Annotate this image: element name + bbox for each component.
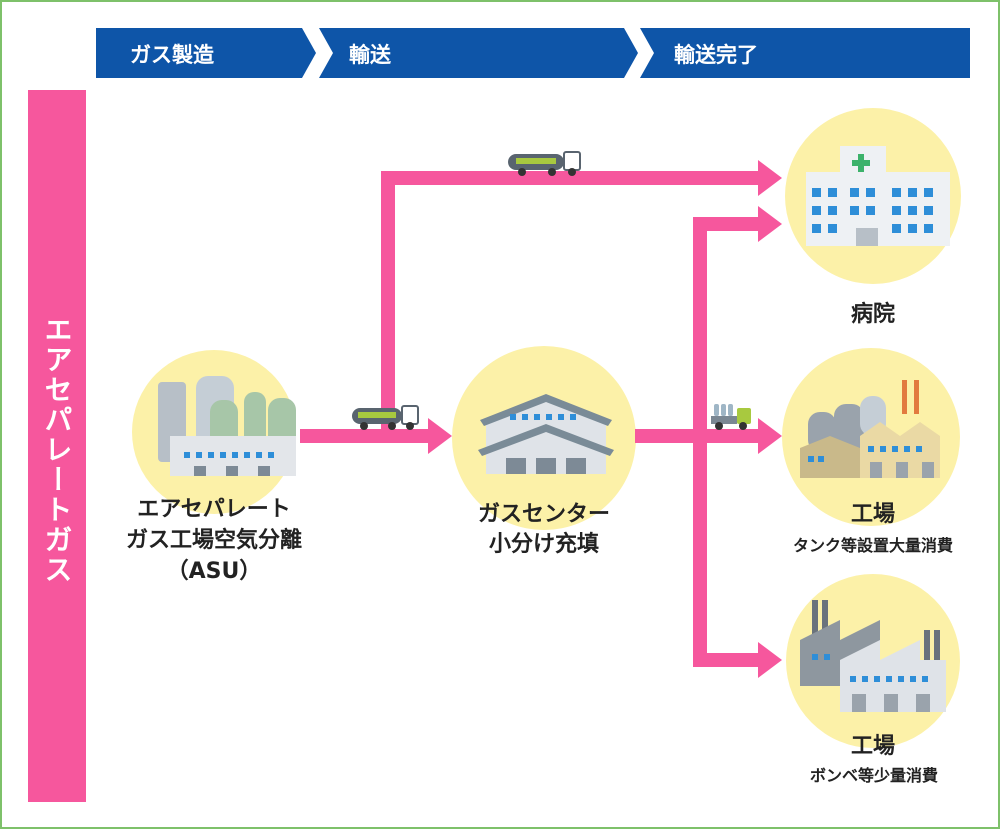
gas-center-label-line1: ガスセンター <box>477 502 610 527</box>
stage-bar-transport <box>319 28 638 78</box>
asu-label-line3: （ASU） <box>166 559 262 584</box>
stage-label-complete: 輸送完了 <box>674 43 758 67</box>
gas-center-label-line2: 小分け充填 <box>488 532 599 557</box>
side-bar <box>28 90 86 802</box>
arrowhead-center <box>428 418 452 454</box>
flow-arrows <box>300 171 760 667</box>
side-label: エアセパレートガス <box>41 315 74 585</box>
factory-cylinder-title: 工場 <box>850 734 895 759</box>
arrowhead-hospital-lower <box>758 206 782 242</box>
stage-bar-complete <box>640 28 970 78</box>
arrow-heads <box>428 160 782 678</box>
arrowhead-cylinder-factory <box>758 642 782 678</box>
tank-factory-icon <box>800 380 940 478</box>
factory-tank-title: 工場 <box>850 502 895 527</box>
stage-bar-manufacture <box>96 28 316 78</box>
asu-label-line1: エアセパレート <box>137 497 291 522</box>
arrowhead-tank-factory <box>758 418 782 454</box>
cylinder-factory-icon <box>800 600 946 712</box>
air-separation-plant-icon <box>158 376 296 476</box>
hospital-label: 病院 <box>850 302 895 327</box>
gas-center-warehouse-icon <box>478 394 614 474</box>
tanker-truck-icon <box>508 151 581 176</box>
medical-cross-icon <box>852 154 870 172</box>
stage-label-manufacture: ガス製造 <box>130 43 215 67</box>
hospital-icon <box>806 146 950 246</box>
gas-center-label: ガスセンター 小分け充填 <box>464 500 624 560</box>
stage-label-transport: 輸送 <box>349 43 392 67</box>
arrowhead-hospital-top <box>758 160 782 196</box>
asu-label-line2: ガス工場空気分離 <box>125 528 302 553</box>
cylinder-truck-icon <box>711 404 751 430</box>
factory-cylinder-subtitle: ボンベ等少量消費 <box>809 766 938 785</box>
arrow-branch-to-hospital <box>381 171 760 436</box>
factory-tank-subtitle: タンク等設置大量消費 <box>792 536 953 555</box>
arrow-branch-up-hospital <box>693 217 760 436</box>
tanker-truck-icon <box>352 405 419 430</box>
arrow-branch-down-cylinder <box>693 436 760 667</box>
asu-label: エアセパレート ガス工場空気分離 （ASU） <box>118 494 310 587</box>
stage-bar: ガス製造 輸送 輸送完了 <box>96 28 970 78</box>
